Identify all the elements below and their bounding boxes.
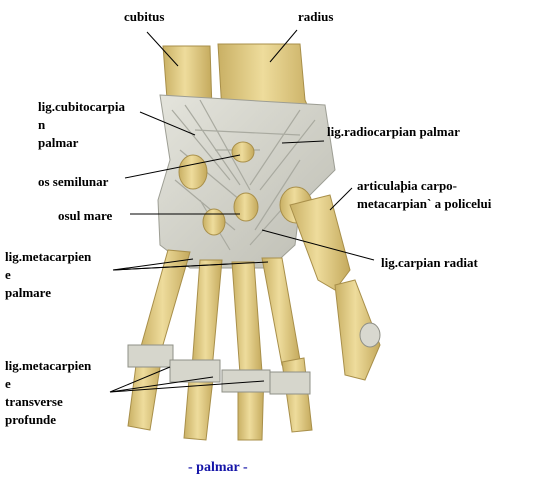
leader-lig-radiocarpian	[281, 140, 325, 144]
leader-lig-metacarpiene-palmare	[112, 258, 194, 271]
metacarpal-middle	[231, 261, 263, 375]
leader-os-semilunar	[124, 154, 241, 179]
label-lig-carpian-radiat: lig.carpian radiat	[381, 255, 478, 270]
metacarpal-index	[261, 257, 301, 366]
metacarpal-ring	[191, 259, 223, 371]
label-articulatia-line2: metacarpian` a policelui	[357, 196, 492, 211]
figure-caption: - palmar -	[188, 460, 248, 475]
label-lig-metacarpiene-palmare-line2: e	[5, 267, 11, 282]
label-lig-radiocarpian: lig.radiocarpian palmar	[327, 124, 460, 139]
leader-cubitus	[146, 31, 179, 67]
pisiform-bone	[231, 141, 255, 163]
hamate-bone	[202, 208, 226, 236]
label-lig-cubitocarpian-line3: palmar	[38, 135, 79, 150]
leader-lig-metacarpiene-transverse	[109, 366, 171, 393]
leader-radius	[269, 29, 298, 63]
label-lig-metacarpiene-palmare-line3: palmare	[5, 285, 51, 300]
label-lig-cubitocarpian-line1: lig.cubitocarpia	[38, 99, 126, 114]
transverse-ligaments	[127, 344, 311, 395]
label-lig-metacarpiene-transverse-line4: profunde	[5, 412, 57, 427]
leader-lig-metacarpiene-transverse	[109, 380, 265, 393]
capitate-bone	[233, 192, 259, 222]
label-lig-metacarpiene-transverse-line2: e	[5, 376, 11, 391]
thumb-metacarpal	[289, 194, 351, 291]
transverse-ligament	[269, 371, 311, 395]
leader-lig-metacarpiene-palmare	[112, 261, 269, 271]
phalanx-index	[281, 357, 313, 433]
label-lig-metacarpiene-palmare-line1: lig.metacarpien	[5, 249, 92, 264]
label-lig-metacarpiene-transverse-line3: transverse	[5, 394, 63, 409]
label-os-semilunar: os semilunar	[38, 174, 109, 189]
label-lig-metacarpiene-transverse-line1: lig.metacarpien	[5, 358, 92, 373]
label-radius: radius	[298, 9, 334, 24]
label-lig-cubitocarpian-line2: n	[38, 117, 46, 132]
lunate-bone	[178, 154, 208, 190]
thumb-sesamoid	[359, 322, 381, 348]
label-osul-mare: osul mare	[58, 208, 113, 223]
leader-lines	[109, 29, 375, 393]
metacarpals	[139, 249, 301, 375]
leader-articulatia	[329, 187, 353, 211]
leader-lig-metacarpiene-transverse	[109, 376, 214, 393]
leader-lig-cubitocarpian	[139, 111, 196, 136]
transverse-ligament	[127, 344, 174, 368]
leader-lig-carpian-radiat	[261, 229, 375, 261]
label-articulatia-line1: articulaþia carpo-	[357, 178, 458, 193]
label-cubitus: cubitus	[124, 9, 165, 24]
thumb-phalanx	[334, 279, 381, 381]
transverse-ligament	[169, 359, 221, 383]
thumb	[289, 194, 381, 381]
